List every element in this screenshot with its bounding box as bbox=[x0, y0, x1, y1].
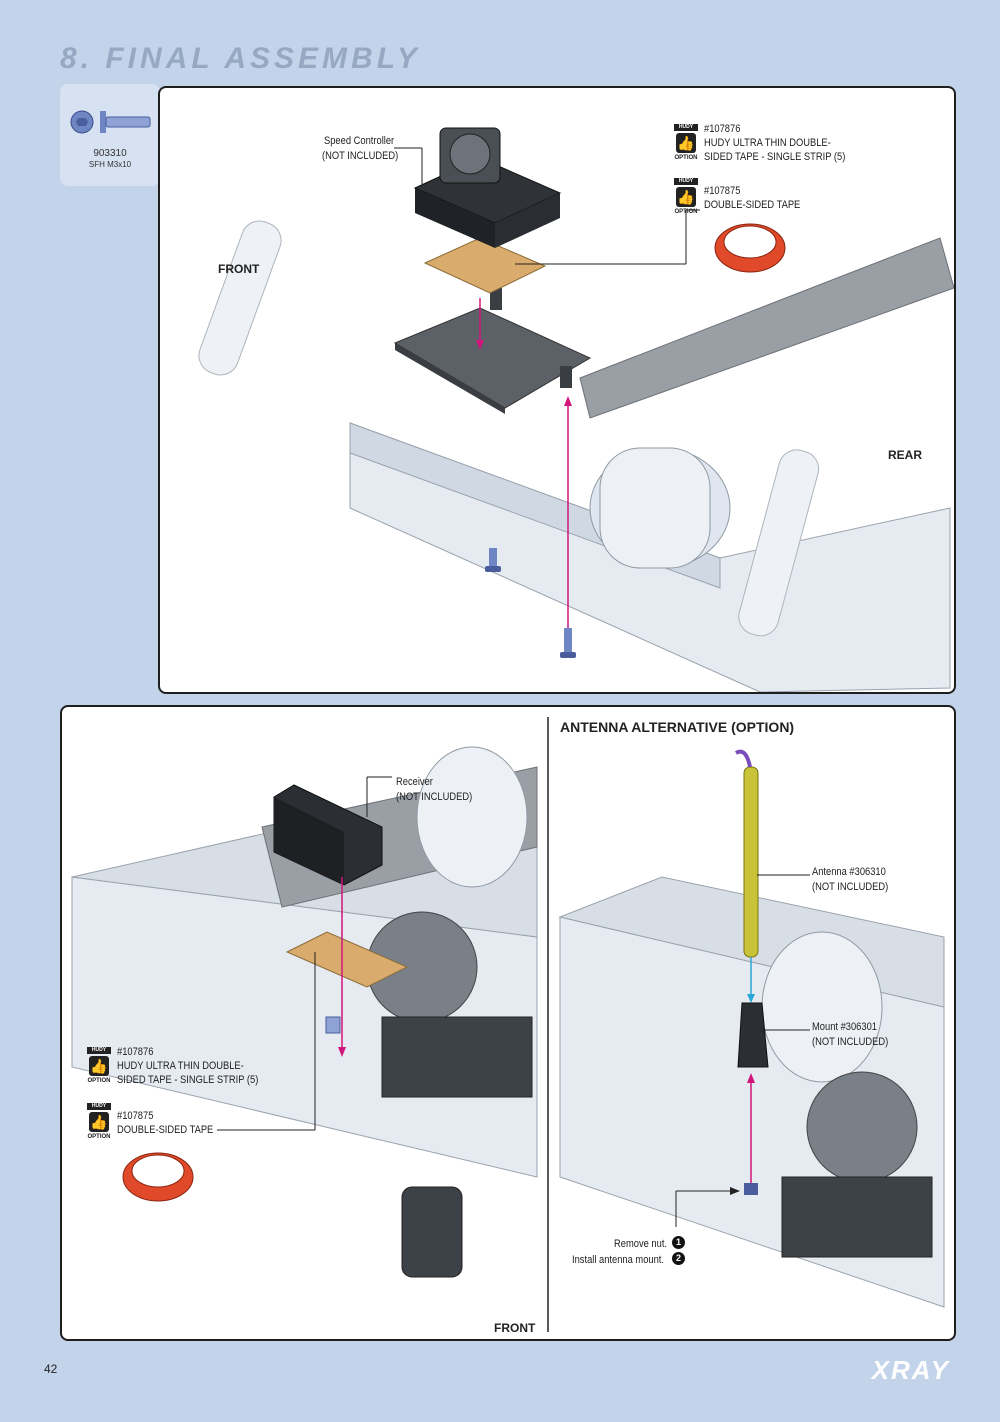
step-2-number: 2 bbox=[672, 1252, 685, 1265]
receiver-label-1: Receiver bbox=[396, 776, 433, 788]
part-box: 903310 SFH M3x10 bbox=[60, 84, 160, 186]
antenna-alternative-heading: ANTENNA ALTERNATIVE (OPTION) bbox=[560, 719, 795, 735]
rear-label: REAR bbox=[888, 448, 923, 462]
option-mark: OPTION bbox=[674, 209, 698, 215]
option2-line-1: #107875 bbox=[704, 185, 741, 197]
step-1-text: Remove nut. bbox=[614, 1238, 668, 1250]
option-mark: OPTION bbox=[87, 1134, 111, 1140]
antenna-label-2: (NOT INCLUDED) bbox=[812, 881, 889, 893]
step-1-number: 1 bbox=[672, 1236, 685, 1249]
option-badge-2: HUDY 👍 OPTION bbox=[674, 178, 698, 218]
option3-line-3: SIDED TAPE - SINGLE STRIP (5) bbox=[117, 1074, 259, 1086]
chassis-illustration-top bbox=[198, 127, 954, 692]
option1-line-3: SIDED TAPE - SINGLE STRIP (5) bbox=[704, 151, 846, 163]
option-badge-4: HUDY 👍 OPTION bbox=[87, 1103, 111, 1143]
thumbs-up-icon: 👍 bbox=[89, 1056, 109, 1076]
front-label: FRONT bbox=[218, 262, 260, 276]
section-title: 8. FINAL ASSEMBLY bbox=[60, 42, 421, 75]
option-mark: OPTION bbox=[674, 155, 698, 161]
hudy-mark: HUDY bbox=[674, 178, 698, 185]
option-badge-3: HUDY 👍 OPTION bbox=[87, 1047, 111, 1087]
front-label-bottom: FRONT bbox=[494, 1321, 536, 1335]
chassis-illustration-bottom bbox=[71, 717, 945, 1332]
part-desc: SFH M3x10 bbox=[88, 160, 132, 169]
hudy-mark: HUDY bbox=[87, 1103, 111, 1110]
option3-line-1: #107876 bbox=[117, 1046, 154, 1058]
thumbs-up-icon: 👍 bbox=[676, 187, 696, 207]
screw-icon bbox=[70, 110, 151, 134]
top-panel: Speed Controller (NOT INCLUDED) HUDY 👍 O… bbox=[158, 86, 956, 694]
option3-line-2: HUDY ULTRA THIN DOUBLE- bbox=[117, 1060, 244, 1072]
step-2-text: Install antenna mount. bbox=[572, 1254, 665, 1266]
option-mark: OPTION bbox=[87, 1078, 111, 1084]
option2-line-2: DOUBLE-SIDED TAPE bbox=[704, 199, 801, 211]
speed-controller-label-1: Speed Controller bbox=[324, 135, 395, 147]
mount-label-2: (NOT INCLUDED) bbox=[812, 1036, 889, 1048]
hudy-mark: HUDY bbox=[674, 124, 698, 131]
brand-logo: XRAY bbox=[871, 1355, 950, 1385]
page-number: 42 bbox=[44, 1362, 58, 1376]
hudy-mark: HUDY bbox=[87, 1047, 111, 1054]
thumbs-up-icon: 👍 bbox=[89, 1112, 109, 1132]
part-code: 903310 bbox=[93, 148, 127, 159]
antenna-label-1: Antenna #306310 bbox=[812, 866, 886, 878]
speed-controller-label-2: (NOT INCLUDED) bbox=[322, 150, 399, 162]
option4-line-1: #107875 bbox=[117, 1110, 154, 1122]
thumbs-up-icon: 👍 bbox=[676, 133, 696, 153]
bottom-panel: Receiver (NOT INCLUDED) HUDY 👍 OPTION #1… bbox=[60, 705, 956, 1341]
option1-line-2: HUDY ULTRA THIN DOUBLE- bbox=[704, 137, 831, 149]
option1-line-1: #107876 bbox=[704, 123, 741, 135]
mount-label-1: Mount #306301 bbox=[812, 1021, 877, 1033]
receiver-label-2: (NOT INCLUDED) bbox=[396, 791, 473, 803]
option-badge-1: HUDY 👍 OPTION bbox=[674, 124, 698, 164]
option4-line-2: DOUBLE-SIDED TAPE bbox=[117, 1124, 214, 1136]
